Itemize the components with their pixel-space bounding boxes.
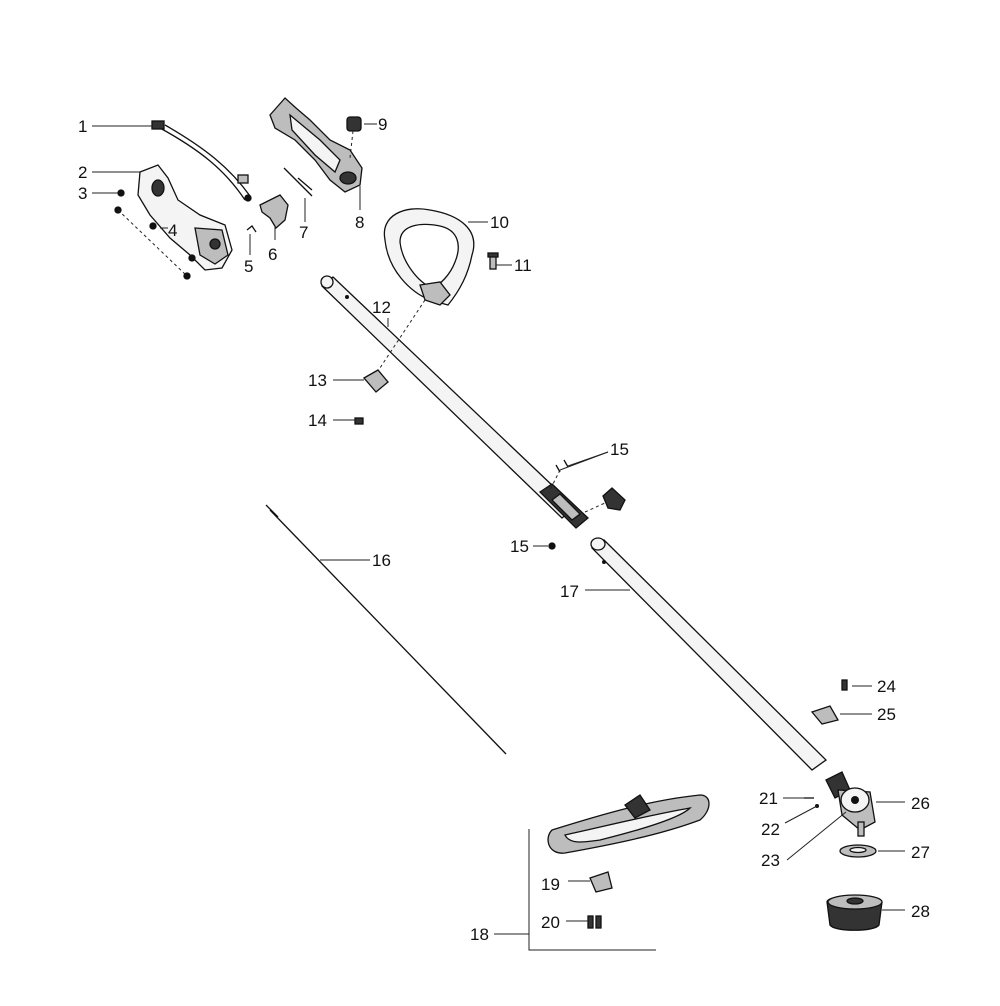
label-part-5: 5 (244, 257, 253, 276)
part-loop-handle (383, 208, 475, 306)
part-number-labels: 1 2 3 4 5 6 7 8 9 10 11 12 13 14 15 15 1… (78, 115, 930, 944)
part-spring (246, 225, 257, 233)
part-clamp-screw (354, 417, 364, 425)
part-lower-shaft-tube (590, 537, 828, 771)
label-part-15-upper: 15 (610, 440, 629, 459)
label-part-28: 28 (911, 902, 930, 921)
label-part-21: 21 (759, 789, 778, 808)
leader-lines (92, 123, 905, 951)
label-part-20: 20 (541, 913, 560, 932)
label-part-17: 17 (560, 582, 579, 601)
label-part-2: 2 (78, 163, 87, 182)
part-rear-handle-housing (137, 164, 233, 271)
part-trimmer-head (826, 894, 883, 931)
part-handle-half (269, 97, 363, 193)
part-debris-guard (547, 794, 710, 854)
label-part-26: 26 (911, 794, 930, 813)
part-gear-head (804, 771, 876, 837)
label-part-3: 3 (78, 184, 87, 203)
part-drive-shaft (265, 504, 507, 755)
label-part-27: 27 (911, 843, 930, 862)
label-part-8: 8 (355, 213, 364, 232)
part-stop-switch (346, 116, 362, 159)
part-shaft-coupler (538, 459, 626, 550)
label-part-1: 1 (78, 117, 87, 136)
label-part-25: 25 (877, 705, 896, 724)
label-part-6: 6 (268, 245, 277, 264)
part-throttle-cable (151, 120, 252, 202)
label-part-9: 9 (378, 115, 387, 134)
label-part-22: 22 (761, 820, 780, 839)
label-part-7: 7 (299, 223, 308, 242)
part-line-cutter-blade (589, 871, 613, 893)
part-handle-clamp (362, 369, 389, 393)
label-part-14: 14 (308, 411, 327, 430)
part-trigger-spring (283, 167, 313, 197)
label-part-4: 4 (168, 221, 177, 240)
part-guard-bolt (841, 679, 848, 691)
label-part-23: 23 (761, 851, 780, 870)
part-throttle-trigger (259, 194, 289, 230)
label-part-24: 24 (877, 677, 896, 696)
label-part-13: 13 (308, 371, 327, 390)
label-part-11: 11 (514, 256, 532, 275)
part-drive-washer (839, 844, 877, 858)
label-part-18: 18 (470, 925, 489, 944)
part-upper-shaft-tube (320, 275, 576, 519)
label-part-15-lower: 15 (510, 537, 529, 556)
label-part-19: 19 (541, 875, 560, 894)
part-guard-screws (587, 915, 602, 929)
part-guard-bracket (810, 705, 839, 725)
label-part-12: 12 (372, 298, 391, 317)
part-handle-bolt (487, 252, 499, 270)
label-part-16: 16 (372, 551, 391, 570)
label-part-10: 10 (490, 213, 509, 232)
